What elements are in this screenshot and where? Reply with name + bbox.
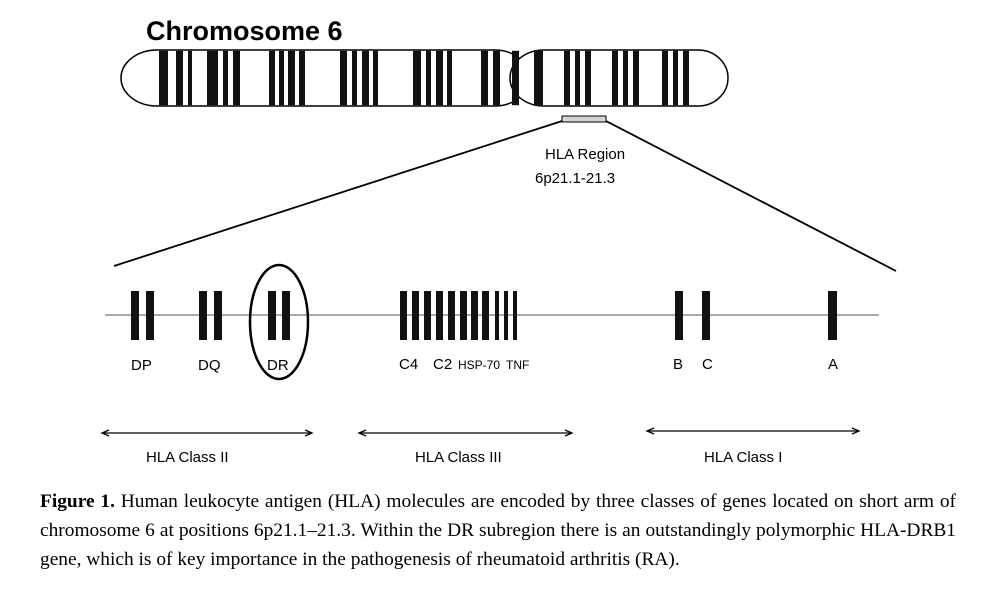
band xyxy=(340,50,347,106)
band xyxy=(673,50,678,106)
band xyxy=(269,50,275,106)
band xyxy=(426,50,431,106)
chromosome-q-arm xyxy=(509,49,729,107)
band xyxy=(447,50,452,106)
class3-arrow xyxy=(357,429,574,437)
band xyxy=(176,50,183,106)
class1-arrow xyxy=(645,427,861,435)
gene-label-c: C xyxy=(702,356,713,373)
band xyxy=(288,50,295,106)
band xyxy=(188,50,192,106)
q-arm-bands xyxy=(512,50,689,106)
gene-label-c4: C4 xyxy=(399,356,418,373)
band xyxy=(481,50,488,106)
gene-block-class3 xyxy=(504,291,508,340)
class2-label: HLA Class II xyxy=(146,449,229,466)
band xyxy=(352,50,357,106)
zoom-line-right xyxy=(605,120,897,272)
band xyxy=(233,50,240,106)
gene-label-tnf: TNF xyxy=(506,358,529,372)
class1-label: HLA Class I xyxy=(704,449,782,466)
band xyxy=(207,50,218,106)
class1-arrow-head-right xyxy=(851,427,861,435)
gene-label-dq: DQ xyxy=(198,357,221,374)
figure-caption: Figure 1. Human leukocyte antigen (HLA) … xyxy=(40,487,956,574)
band xyxy=(662,50,668,106)
gene-label-a: A xyxy=(828,356,838,373)
hla-region-position: 6p21.1-21.3 xyxy=(535,170,615,187)
gene-block-dr xyxy=(282,291,290,340)
gene-label-dr: DR xyxy=(267,357,289,374)
band xyxy=(413,50,421,106)
class3-arrow-head-left xyxy=(357,429,367,437)
band xyxy=(493,50,500,106)
gene-label-hsp70: HSP-70 xyxy=(458,358,500,372)
band xyxy=(564,50,570,106)
gene-block-class3 xyxy=(448,291,455,340)
gene-block-dr xyxy=(268,291,276,340)
gene-label-c2: C2 xyxy=(433,356,452,373)
gene-block-class3 xyxy=(400,291,407,340)
gene-label-dp: DP xyxy=(131,357,152,374)
gene-block-class3 xyxy=(424,291,431,340)
gene-blocks xyxy=(131,291,837,340)
gene-block-dq xyxy=(199,291,207,340)
band xyxy=(575,50,580,106)
gene-block-dp xyxy=(131,291,139,340)
gene-block-dp xyxy=(146,291,154,340)
hla-diagram: Chromosome 6 xyxy=(100,16,897,466)
figure-caption-text: Human leukocyte antigen (HLA) molecules … xyxy=(40,491,956,570)
band xyxy=(159,50,168,106)
gene-block-class3 xyxy=(513,291,517,340)
hla-region-marker xyxy=(561,115,607,123)
gene-block-class3 xyxy=(495,291,499,340)
band xyxy=(373,50,378,106)
p-arm-bands xyxy=(159,50,500,106)
gene-block-class3 xyxy=(471,291,478,340)
class1-arrow-head-left xyxy=(645,427,655,435)
band xyxy=(683,50,689,106)
band xyxy=(362,50,369,106)
gene-block-class3 xyxy=(412,291,419,340)
class2-arrow-head-left xyxy=(100,429,110,437)
band xyxy=(612,50,618,106)
band xyxy=(534,50,543,106)
class2-arrow xyxy=(100,429,314,437)
zoom-line-left xyxy=(113,120,563,267)
class3-label: HLA Class III xyxy=(415,449,502,466)
gene-block-c xyxy=(702,291,710,340)
gene-block-class3 xyxy=(460,291,467,340)
class3-arrow-head-right xyxy=(564,429,574,437)
gene-block-class3 xyxy=(436,291,443,340)
band xyxy=(512,50,519,106)
band xyxy=(623,50,628,106)
hla-region-label: HLA Region xyxy=(545,146,625,163)
band xyxy=(223,50,228,106)
band xyxy=(299,50,305,106)
gene-block-class3 xyxy=(482,291,489,340)
gene-block-a xyxy=(828,291,837,340)
dr-highlight-ellipse xyxy=(248,263,310,381)
chromosome-title: Chromosome 6 xyxy=(146,16,343,46)
band xyxy=(279,50,284,106)
gene-label-b: B xyxy=(673,356,683,373)
gene-block-dq xyxy=(214,291,222,340)
band xyxy=(585,50,591,106)
band xyxy=(436,50,443,106)
chromosome-p-arm xyxy=(120,49,530,107)
band xyxy=(633,50,639,106)
gene-block-b xyxy=(675,291,683,340)
figure-caption-label: Figure 1. xyxy=(40,491,115,512)
class2-arrow-head-right xyxy=(304,429,314,437)
